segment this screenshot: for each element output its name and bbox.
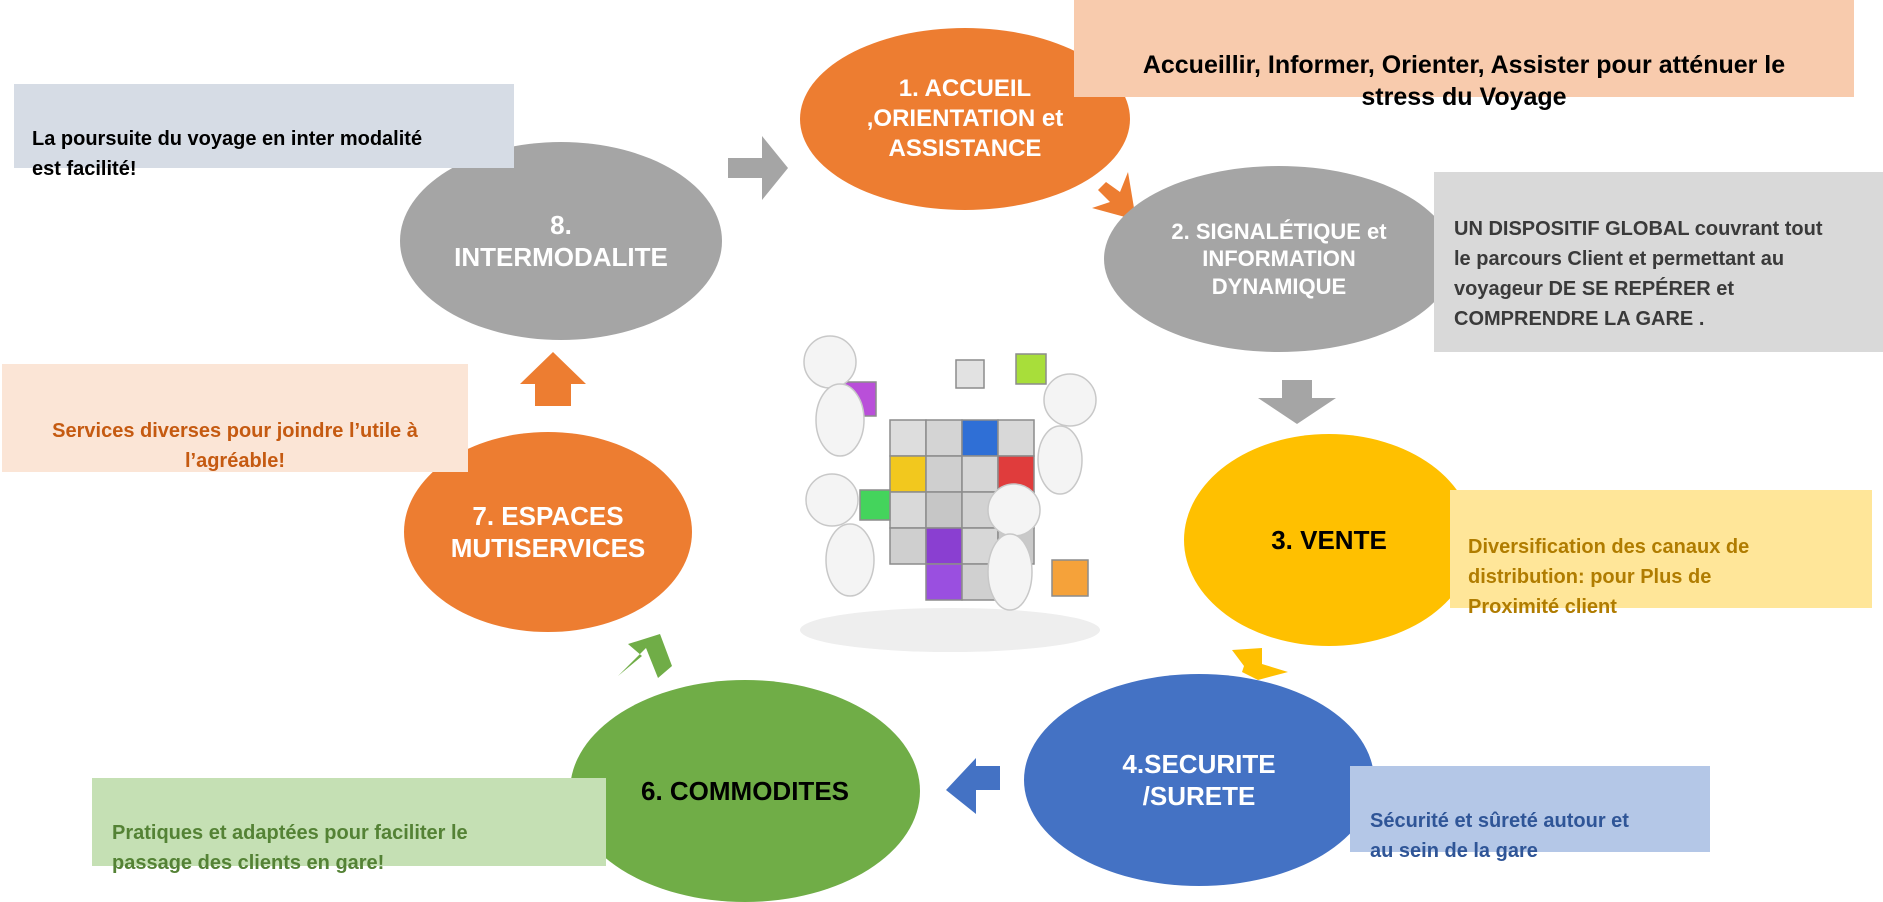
- step-7-label: 7. ESPACES MUTISERVICES: [450, 500, 646, 564]
- note-4-text: Sécurité et sûreté autour et au sein de …: [1370, 810, 1629, 862]
- note-3-text: Diversification des canaux de distributi…: [1468, 536, 1750, 618]
- arrow-8-to-1: [728, 136, 788, 200]
- step-2-signaletique: 2. SIGNALÉTIQUE et INFORMATION DYNAMIQUE: [1104, 166, 1454, 352]
- note-7-text: Services diverses pour joindre l’utile à…: [52, 420, 418, 472]
- arrow-2-to-3: [1258, 380, 1336, 424]
- step-3-vente: 3. VENTE: [1184, 434, 1474, 646]
- arrow-6-to-7: [618, 634, 672, 678]
- note-2: UN DISPOSITIF GLOBAL couvrant tout le pa…: [1434, 172, 1883, 352]
- arrow-3-to-4: [1232, 648, 1288, 680]
- step-8-intermodalite: 8. INTERMODALITE: [400, 142, 722, 340]
- note-2-text: UN DISPOSITIF GLOBAL couvrant tout le pa…: [1454, 218, 1823, 330]
- step-2-label: 2. SIGNALÉTIQUE et INFORMATION DYNAMIQUE: [1171, 218, 1387, 299]
- step-8-label: 8. INTERMODALITE: [454, 209, 668, 273]
- note-1-text: Accueillir, Informer, Orienter, Assister…: [1142, 50, 1786, 112]
- note-8: La poursuite du voyage en inter modalité…: [14, 84, 514, 180]
- note-3: Diversification des canaux de distributi…: [1450, 490, 1872, 618]
- arrow-7-to-8: [520, 352, 586, 406]
- step-6-commodites: 6. COMMODITES: [570, 680, 920, 902]
- arrow-4-to-6: [946, 758, 1000, 814]
- arrow-1-to-2: [1092, 172, 1136, 220]
- note-7: Services diverses pour joindre l’utile à…: [2, 364, 468, 472]
- step-3-label: 3. VENTE: [1271, 524, 1387, 555]
- note-4: Sécurité et sûreté autour et au sein de …: [1350, 766, 1710, 862]
- note-6: Pratiques et adaptées pour faciliter le …: [92, 778, 606, 874]
- step-6-label: 6. COMMODITES: [640, 775, 849, 806]
- note-6-text: Pratiques et adaptées pour faciliter le …: [112, 822, 468, 874]
- note-1: Accueillir, Informer, Orienter, Assister…: [1074, 0, 1854, 111]
- center-illustration: [770, 310, 1130, 670]
- cube-people-image: [800, 335, 1100, 652]
- step-4-label: 4.SECURITE /SURETE: [1122, 748, 1276, 812]
- step-4-securite: 4.SECURITE /SURETE: [1024, 674, 1374, 886]
- note-8-text: La poursuite du voyage en inter modalité…: [32, 128, 423, 180]
- step-1-label: 1. ACCUEIL ,ORIENTATION et ASSISTANCE: [866, 75, 1064, 162]
